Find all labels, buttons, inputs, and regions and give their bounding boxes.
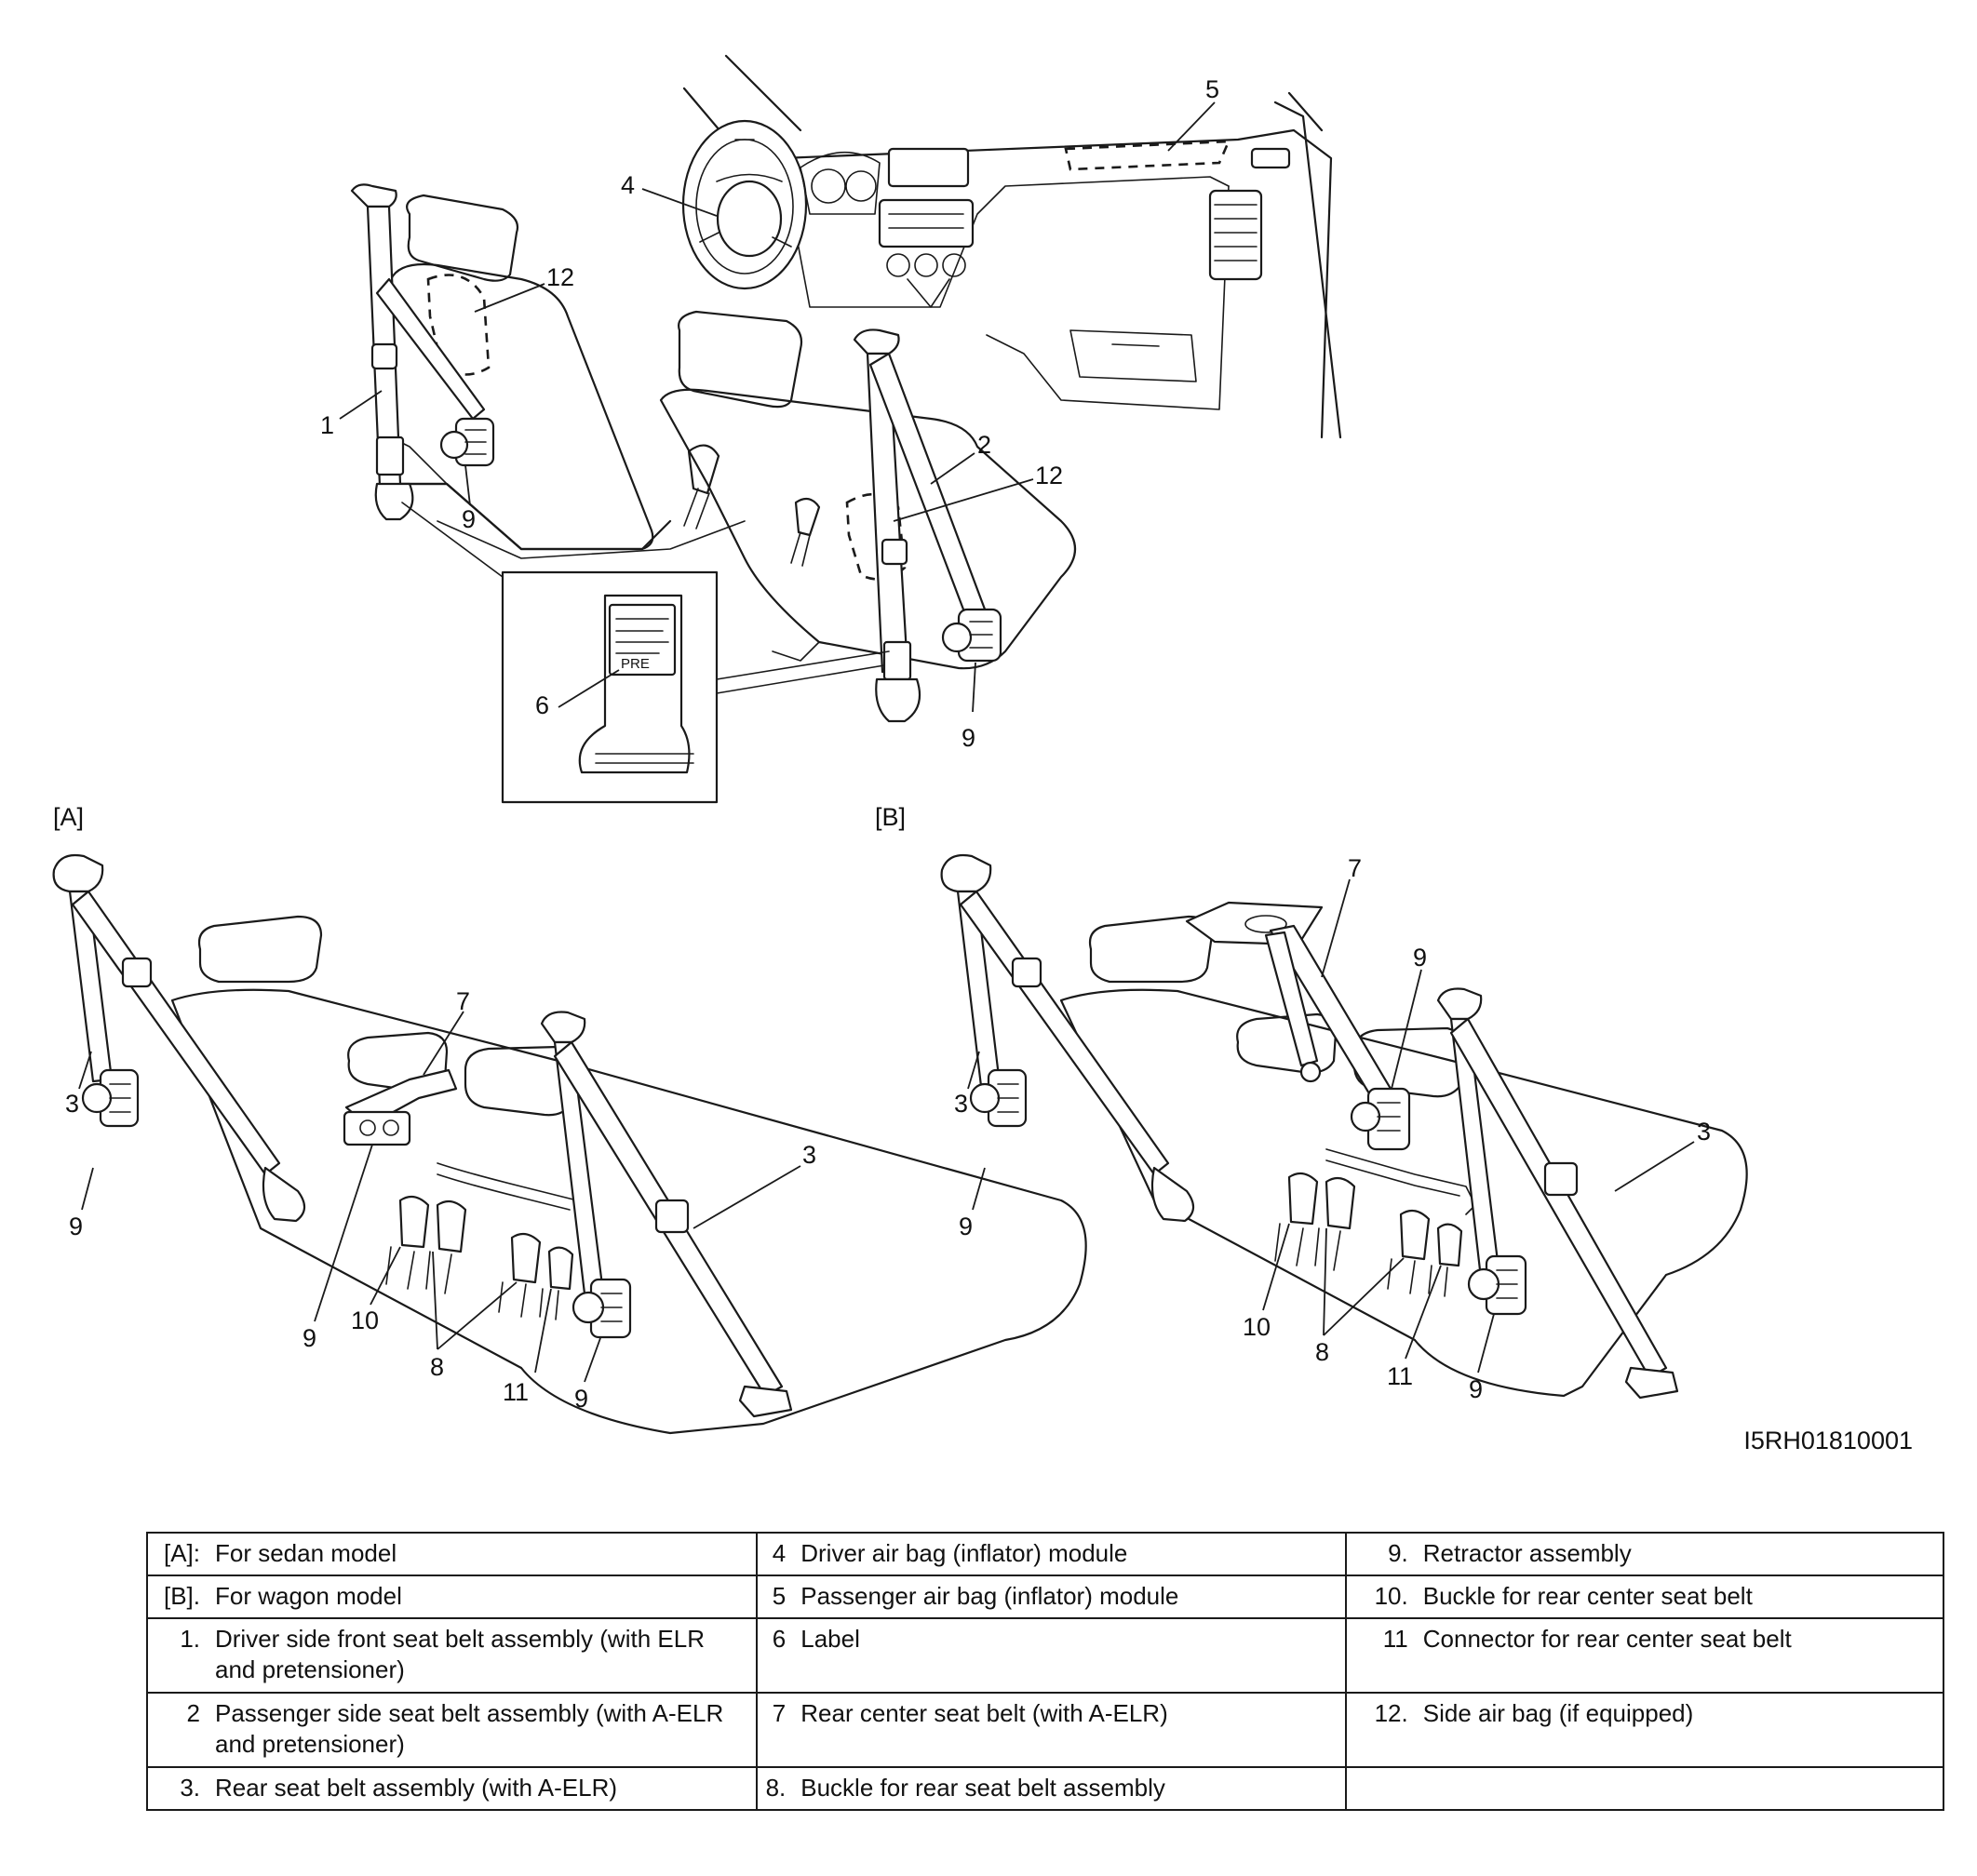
legend-text: Passenger side seat belt assembly (with … bbox=[215, 1699, 724, 1758]
callout-3-sedan-left: 3 bbox=[65, 1090, 79, 1118]
wagon-rear-illustration bbox=[940, 853, 1748, 1400]
legend-row: [B]. For wagon model 5 Passenger air bag (… bbox=[145, 1574, 1945, 1619]
callout-2: 2 bbox=[977, 431, 991, 459]
callout-11-sedan: 11 bbox=[503, 1378, 529, 1406]
callout-8-sedan: 8 bbox=[430, 1353, 444, 1381]
legend-text: Rear seat belt assembly (with A-ELR) bbox=[215, 1774, 618, 1802]
legend-row: 2 Passenger side seat belt assembly (with… bbox=[145, 1692, 1945, 1768]
legend-row: 3. Rear seat belt assembly (with A-ELR) 8… bbox=[145, 1766, 1945, 1811]
legend-cell: 10. Buckle for rear center seat belt bbox=[1344, 1574, 1945, 1619]
legend-cell: 9. Retractor assembly bbox=[1344, 1532, 1945, 1576]
legend-cell bbox=[1344, 1766, 1945, 1811]
legend-cell: 8. Buckle for rear seat belt assembly bbox=[756, 1766, 1347, 1811]
legend-key: 3. bbox=[180, 1774, 200, 1802]
legend-row: 1. Driver side front seat belt assembly (… bbox=[145, 1617, 1945, 1694]
legend-cell: 2 Passenger side seat belt assembly (with… bbox=[145, 1692, 759, 1768]
legend-cell: 1. Driver side front seat belt assembly (… bbox=[145, 1617, 759, 1694]
legend-text: For sedan model bbox=[215, 1539, 397, 1567]
legend-text: Retractor assembly bbox=[1422, 1539, 1632, 1567]
seat-belt-diagram: PRE bbox=[52, 54, 1913, 1454]
legend-key: [B]. bbox=[163, 1582, 200, 1610]
legend-table: [A]: For sedan model 4 Driver air bag (inf… bbox=[145, 1532, 1945, 1811]
figure-code: I5RH01810001 bbox=[1743, 1427, 1913, 1454]
callout-9-sedan-right: 9 bbox=[574, 1385, 588, 1413]
callout-3-wagon-left: 3 bbox=[954, 1090, 968, 1118]
diagram-canvas: PRE bbox=[52, 54, 1913, 1454]
legend-key: 5 bbox=[772, 1582, 787, 1610]
legend-cell: 6 Label bbox=[756, 1617, 1347, 1694]
legend-row: [A]: For sedan model 4 Driver air bag (inf… bbox=[145, 1532, 1945, 1576]
callout-3-wagon-right: 3 bbox=[1697, 1118, 1711, 1146]
legend-key: 4 bbox=[772, 1539, 787, 1567]
callout-9-sedan-left: 9 bbox=[69, 1213, 83, 1240]
legend-text: Rear center seat belt (with A-ELR) bbox=[800, 1699, 1168, 1727]
legend-text: Passenger air bag (inflator) module bbox=[800, 1582, 1179, 1610]
legend-key: 1. bbox=[180, 1625, 200, 1653]
callout-10-sedan: 10 bbox=[351, 1306, 379, 1334]
legend-cell: [B]. For wagon model bbox=[145, 1574, 759, 1619]
legend-key: 12. bbox=[1374, 1699, 1408, 1727]
legend-key: 2 bbox=[186, 1699, 200, 1727]
legend-text: For wagon model bbox=[215, 1582, 402, 1610]
legend-key: 11 bbox=[1382, 1625, 1408, 1653]
callout-7-sedan: 7 bbox=[456, 987, 470, 1015]
legend-key: 10. bbox=[1374, 1582, 1408, 1610]
legend-cell: 3. Rear seat belt assembly (with A-ELR) bbox=[145, 1766, 759, 1811]
callout-12-passenger: 12 bbox=[1035, 462, 1063, 489]
callout-9-passenger: 9 bbox=[962, 724, 975, 752]
sedan-rear-illustration bbox=[52, 853, 1087, 1435]
legend-key: 6 bbox=[772, 1625, 787, 1653]
callout-6: 6 bbox=[535, 691, 549, 719]
callout-5: 5 bbox=[1205, 75, 1219, 103]
legend-key: 7 bbox=[772, 1699, 787, 1727]
inset-label-plate bbox=[608, 603, 677, 677]
callout-numbers: 5 4 12 1 9 2 12 9 6 3 7 3 9 9 10 8 11 9 … bbox=[65, 75, 1711, 1413]
legend-cell: [A]: For sedan model bbox=[145, 1532, 759, 1576]
legend-key: 8. bbox=[765, 1774, 787, 1802]
legend-text: Connector for rear center seat belt bbox=[1422, 1625, 1792, 1653]
legend-cell: 7 Rear center seat belt (with A-ELR) bbox=[756, 1692, 1347, 1768]
inset-label-text: PRE bbox=[621, 656, 650, 672]
callout-1: 1 bbox=[320, 411, 334, 439]
legend-text: Driver air bag (inflator) module bbox=[800, 1539, 1128, 1567]
legend-cell: 12. Side air bag (if equipped) bbox=[1344, 1692, 1945, 1768]
callout-12-driver: 12 bbox=[546, 263, 574, 291]
view-tag-sedan: [A] bbox=[53, 803, 84, 831]
legend-cell: 5 Passenger air bag (inflator) module bbox=[756, 1574, 1347, 1619]
callout-9-wagon-center: 9 bbox=[1413, 944, 1427, 972]
front-cabin-illustration: PRE bbox=[350, 54, 1342, 804]
callout-7-wagon: 7 bbox=[1348, 854, 1362, 882]
callout-9-wagon-right: 9 bbox=[1469, 1375, 1483, 1403]
legend-text: Side air bag (if equipped) bbox=[1422, 1699, 1694, 1727]
legend-key: [A]: bbox=[163, 1539, 200, 1567]
leader-lines bbox=[78, 101, 1695, 1383]
legend-cell: 11 Connector for rear center seat belt bbox=[1344, 1617, 1945, 1694]
callout-9-wagon-left: 9 bbox=[959, 1213, 973, 1240]
legend-key: 9. bbox=[1388, 1539, 1408, 1567]
callout-9-driver: 9 bbox=[462, 505, 476, 533]
legend-text: Label bbox=[800, 1625, 860, 1653]
legend-text: Driver side front seat belt assembly (wi… bbox=[215, 1625, 705, 1683]
callout-3-sedan-right: 3 bbox=[802, 1141, 816, 1169]
callout-11-wagon: 11 bbox=[1387, 1362, 1413, 1390]
legend-text: Buckle for rear seat belt assembly bbox=[800, 1774, 1165, 1802]
callout-9-sedan-center: 9 bbox=[303, 1324, 316, 1352]
legend-cell: 4 Driver air bag (inflator) module bbox=[756, 1532, 1347, 1576]
callout-8-wagon: 8 bbox=[1315, 1338, 1329, 1366]
view-tag-wagon: [B] bbox=[875, 803, 906, 831]
legend-text: Buckle for rear center seat belt bbox=[1422, 1582, 1753, 1610]
callout-10-wagon: 10 bbox=[1243, 1313, 1271, 1341]
callout-4: 4 bbox=[621, 171, 635, 199]
